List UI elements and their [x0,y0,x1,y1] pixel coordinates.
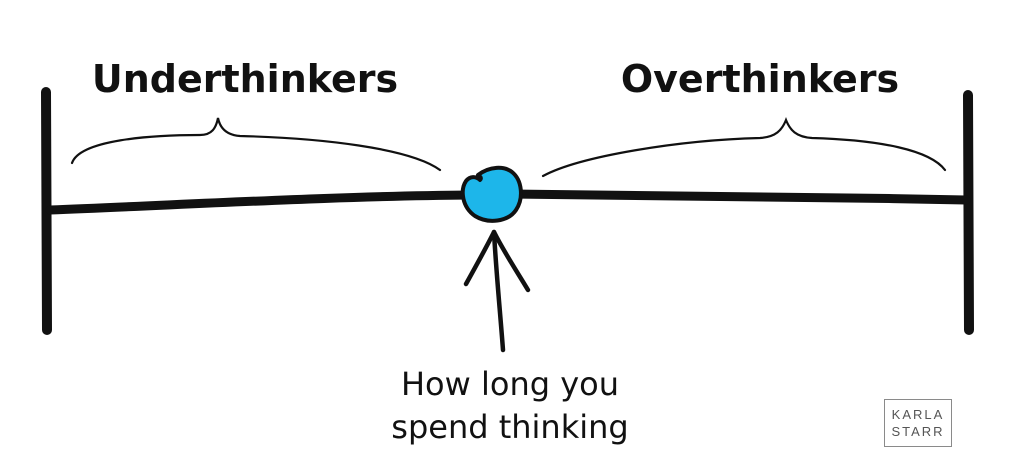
underthinkers-brace [70,117,442,172]
overthinkers-label: Overthinkers [621,57,899,101]
underthinkers-label: Underthinkers [92,57,398,101]
pointer-label-line1: How long you [401,365,619,403]
karla-starr-logo: KARLA STARR [884,399,952,447]
pointer-arrow-head [463,229,531,293]
logo-line-1: KARLA [891,407,945,422]
logo-line-2: STARR [891,424,945,439]
spectrum-line [45,189,971,215]
position-marker [460,165,523,223]
pointer-arrow-shaft [491,229,506,353]
pointer-label-line2: spend thinking [391,408,628,446]
right-end-post [963,90,974,335]
overthinkers-brace [541,117,947,178]
